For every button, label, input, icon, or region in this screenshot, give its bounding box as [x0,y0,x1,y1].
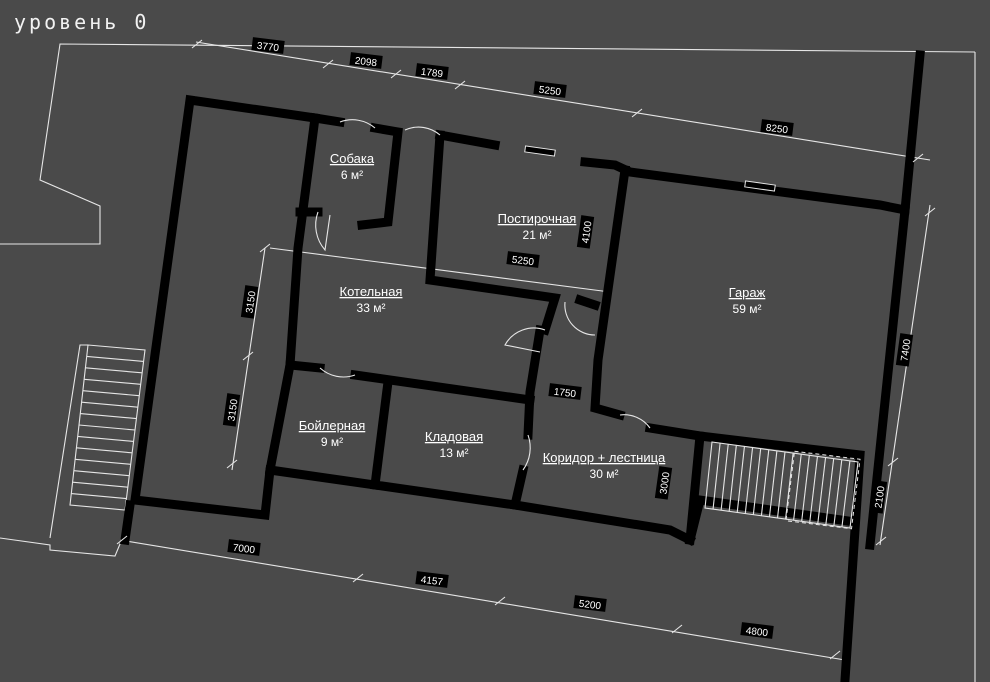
stair-tread [72,481,128,488]
room-name-kotelnaya: Котельная [340,284,403,299]
room-name-kladovaya: Кладовая [425,429,483,444]
stair-tread [841,460,851,527]
stair-tread [71,493,127,500]
room-area-postirochnaya: 21 м² [523,228,552,242]
dim-bottom-3: 4800 [745,626,769,640]
windows [524,145,776,192]
stair-tread [817,457,827,524]
stair-tread [85,367,143,374]
room-area-kotelnaya: 33 м² [357,301,386,315]
stair-tread [81,401,138,408]
stair-tread [77,435,134,442]
dim-inner-2: 1750 [553,387,577,401]
dim-bottom-0: 7000 [232,543,256,557]
dim-top-4: 8250 [765,123,789,137]
room-name-koridor: Коридор + лестница [543,450,666,465]
room-area-garazh: 59 м² [733,302,762,316]
room-name-boylernaya: Бойлерная [299,418,366,433]
dim-left-0: 3150 [244,290,258,314]
dim-inner-3: 3000 [658,471,672,495]
dim-inner-1: 4100 [580,220,594,244]
stair-tread [768,450,778,517]
walls [119,50,925,682]
room-name-postirochnaya: Постирочная [498,211,577,226]
stair-tread [78,424,136,431]
stair-tread [785,453,794,520]
stair-tread [809,456,818,523]
stair-tread [736,446,745,513]
room-name-sobaka: Собака [330,151,375,166]
dimension-labels: 3770 2098 1789 5250 8250 5250 4100 175 [222,37,914,640]
stair-tread [75,458,131,465]
stair-tread [825,458,835,525]
stair-tread [82,390,140,397]
stair-tread [86,355,144,362]
dim-right-1: 2100 [873,485,887,509]
room-area-sobaka: 6 м² [341,168,363,182]
stair-tread [760,449,770,516]
stair-tread [80,413,137,420]
dim-bottom-1: 4157 [420,575,444,589]
room-area-boylernaya: 9 м² [321,435,343,449]
stair-tread [744,447,754,514]
dim-top-3: 5250 [538,85,562,99]
room-labels: Собака 6 м² Постирочная 21 м² Котельная … [299,151,766,481]
dim-left-1: 3150 [226,398,240,422]
stair-tread [73,470,130,477]
dim-top-0: 3770 [256,41,280,55]
stair-tread [720,444,729,511]
level-title: уровень 0 [14,10,150,34]
doors [315,119,651,471]
stair-tread [728,445,737,512]
outline-lines [0,41,976,682]
stair-tread [76,447,133,454]
stair-tread [776,451,786,519]
room-name-garazh: Гараж [729,285,766,300]
stair-tread [793,454,802,521]
dim-bottom-2: 5200 [578,599,602,613]
dim-inner-0: 5250 [511,255,535,269]
left-stairs [69,344,146,511]
dim-top-2: 1789 [420,67,444,81]
dimension-ticks [116,39,936,660]
stair-tread [833,459,843,526]
stair-tread [752,448,762,515]
dim-top-1: 2098 [354,56,378,70]
room-area-kladovaya: 13 м² [440,446,469,460]
stair-tread [712,443,721,510]
stair-tread [801,455,810,522]
stair-tread [84,378,141,385]
right-stairs [704,441,861,530]
dim-right-0: 7400 [899,338,913,362]
room-area-koridor: 30 м² [590,467,619,481]
